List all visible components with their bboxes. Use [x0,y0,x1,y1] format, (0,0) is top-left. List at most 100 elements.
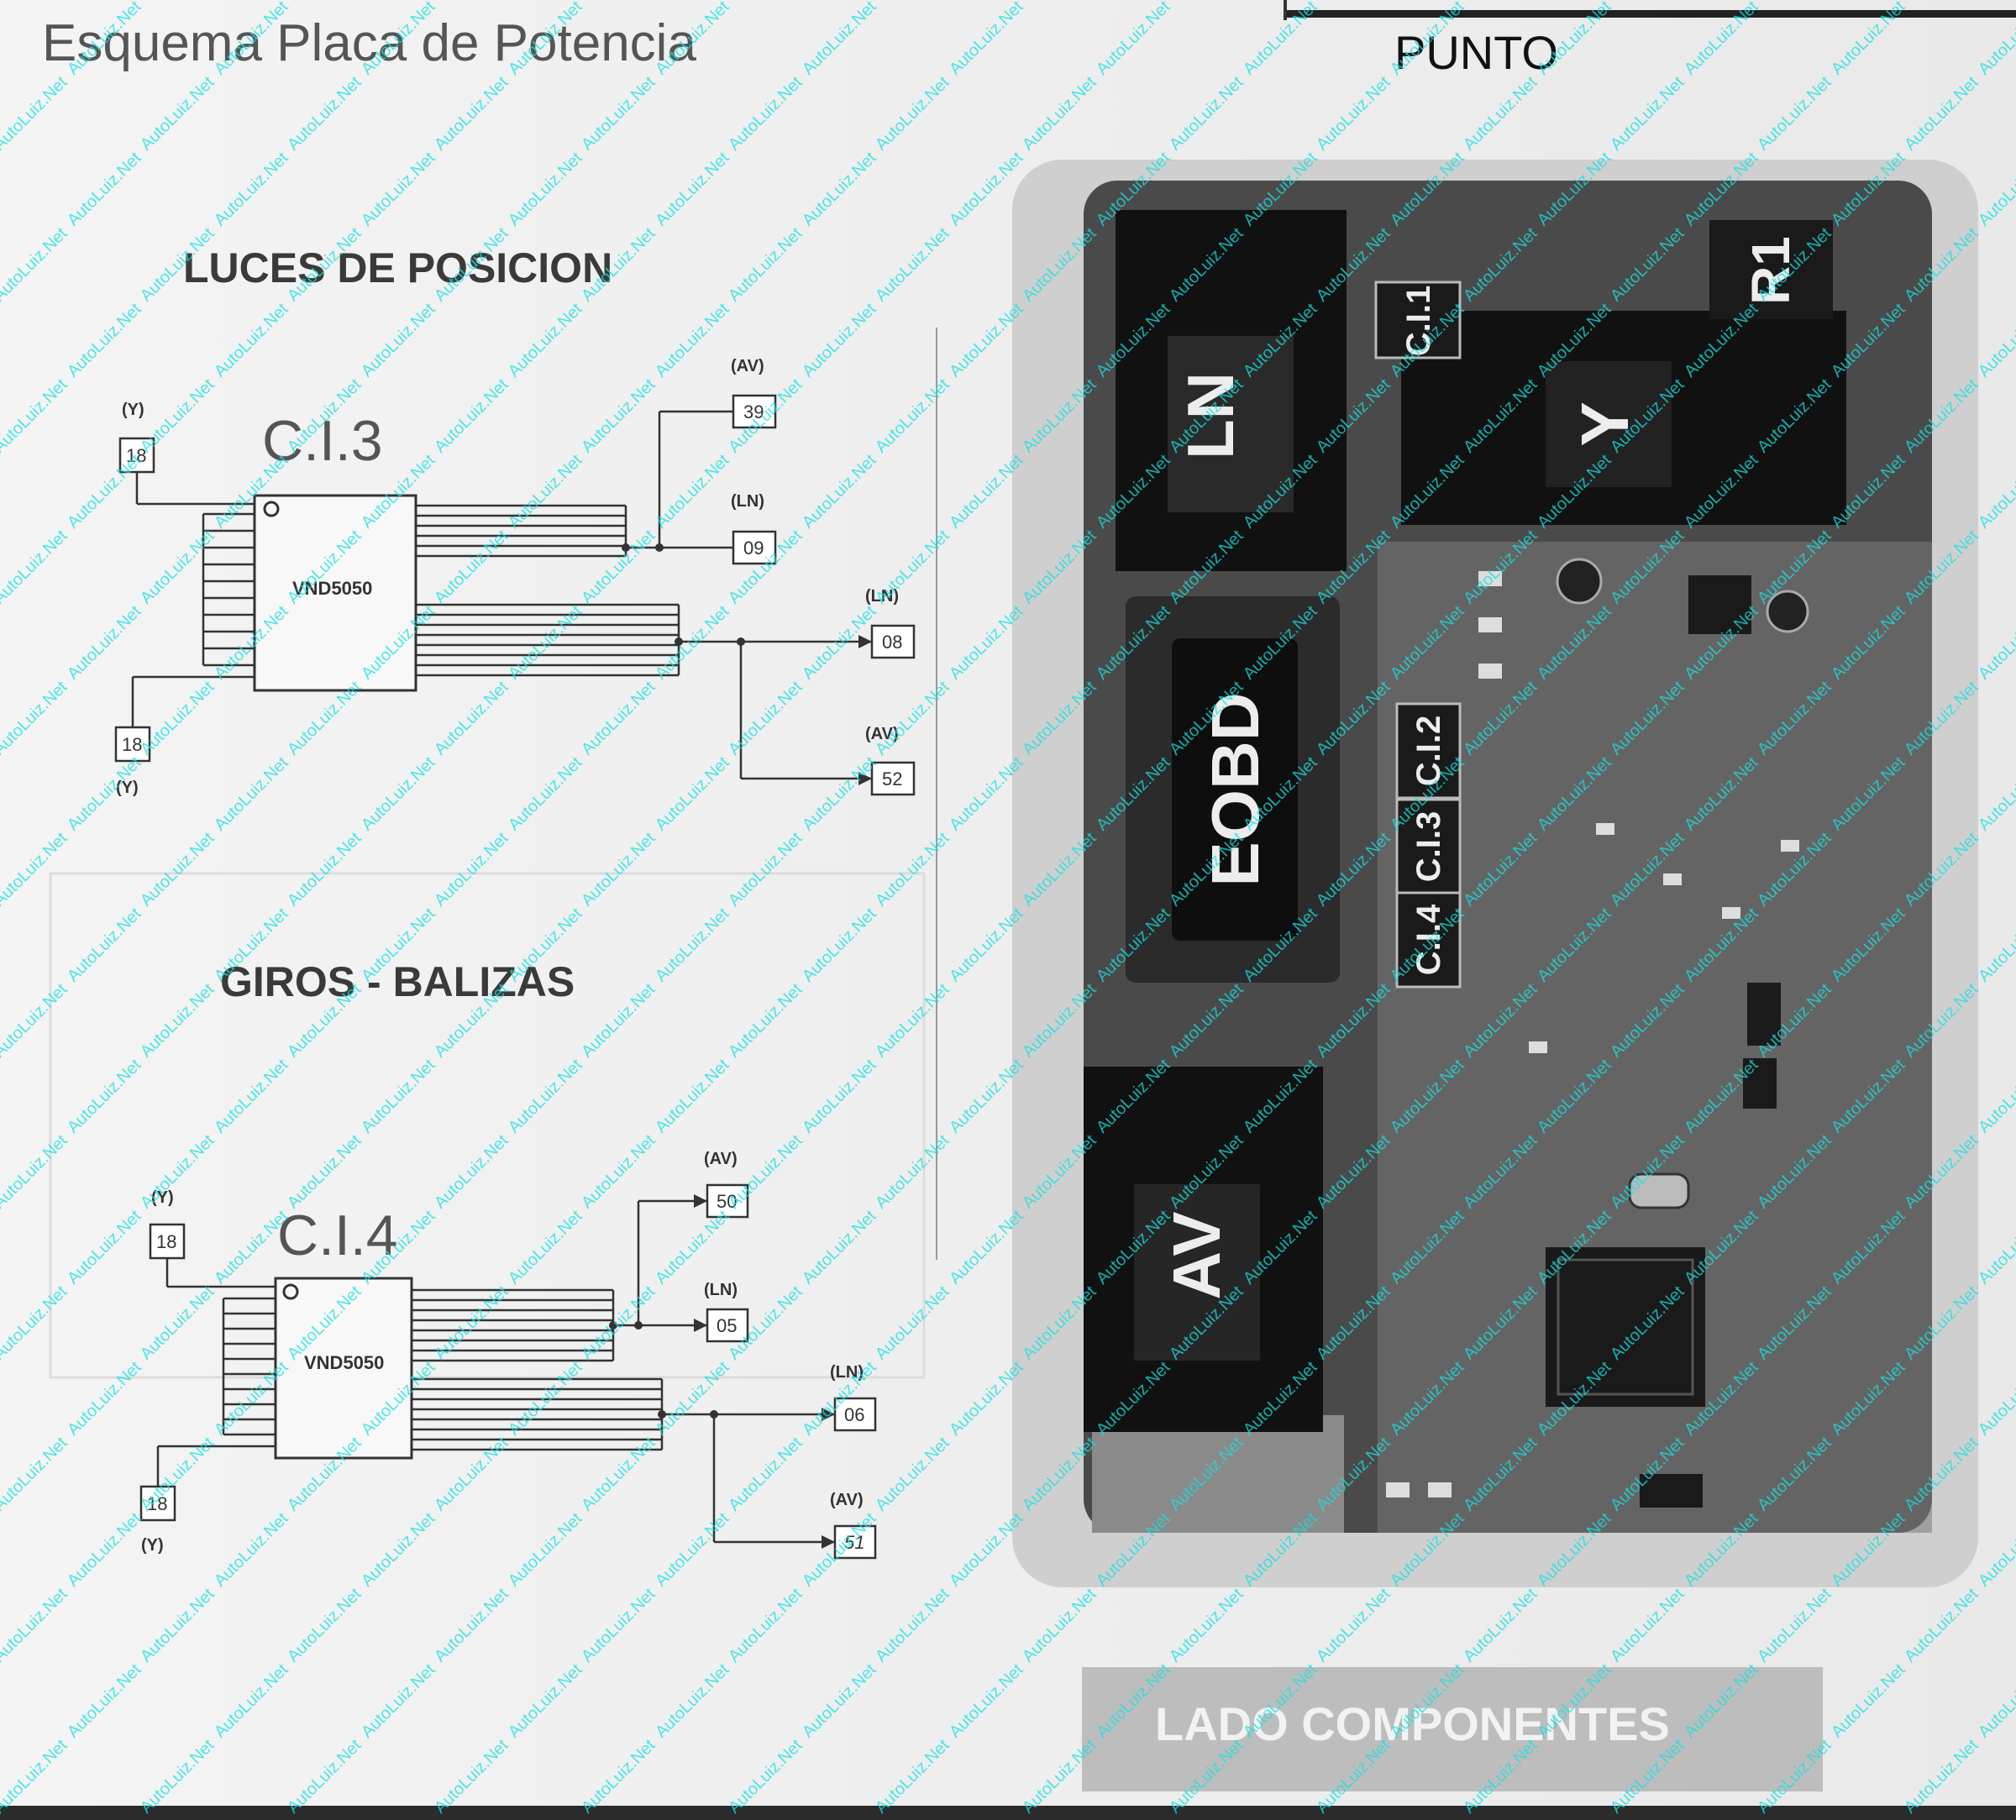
svg-text:Y: Y [1567,401,1642,446]
watermark-text: AutoLuiz.Net [872,0,953,3]
output-pin-06: (LN) 06 [830,1363,877,1432]
watermark-text: AutoLuiz.Net [1607,1585,1688,1666]
chip-pin1-dot [263,501,280,517]
watermark-text: AutoLuiz.Net [137,0,218,3]
watermark-text: AutoLuiz.Net [505,1207,586,1288]
svg-text:39: 39 [743,401,764,422]
watermark-text: AutoLuiz.Net [284,1736,365,1817]
watermark-text: AutoLuiz.Net [652,1660,733,1742]
svg-text:LN: LN [1173,372,1247,459]
svg-text:18: 18 [126,445,146,466]
junction-dots [622,543,745,646]
watermark-text: AutoLuiz.Net [0,375,71,457]
watermark-text: AutoLuiz.Net [872,1434,953,1515]
watermark-text: AutoLuiz.Net [211,1660,292,1742]
watermark-text: AutoLuiz.Net [725,678,806,759]
chip-part-ci4: VND5050 [304,1352,384,1373]
watermark-text: AutoLuiz.Net [1975,905,2016,986]
watermark-text: AutoLuiz.Net [284,1585,365,1666]
watermark-text: AutoLuiz.Net [64,1660,145,1742]
connector-av: AV [1084,1067,1323,1432]
chip-ci1: C.I.1 [1374,281,1462,359]
page-title: Esquema Placa de Potencia [42,14,696,72]
relay-r1: R1 [1709,220,1833,319]
svg-text:18: 18 [147,1493,167,1514]
svg-text:C.I.1: C.I.1 [1400,286,1437,356]
watermark-text: AutoLuiz.Net [211,753,292,835]
output-pin-09: (LN) 09 [731,492,777,565]
watermark-text: AutoLuiz.Net [725,0,806,3]
watermark-text: AutoLuiz.Net [1901,0,1982,3]
watermark-text: AutoLuiz.Net [505,149,586,230]
watermark-text: AutoLuiz.Net [1093,0,1174,79]
chip-vnd5050-ci3 [253,494,417,692]
watermark-text: AutoLuiz.Net [1975,602,2016,684]
watermark-text: AutoLuiz.Net [358,1660,439,1742]
watermark-text: AutoLuiz.Net [431,73,512,155]
watermark-text: AutoLuiz.Net [1460,1585,1541,1666]
watermark-text: AutoLuiz.Net [872,73,953,155]
svg-text:52: 52 [882,768,902,789]
watermark-text: AutoLuiz.Net [64,300,145,381]
watermark-text: AutoLuiz.Net [578,1736,659,1817]
watermark-text: AutoLuiz.Net [505,753,586,835]
watermark-text: AutoLuiz.Net [799,1056,880,1137]
svg-text:C.I.3: C.I.3 [1410,811,1447,882]
watermark-text: AutoLuiz.Net [1019,73,1100,155]
watermark-text: AutoLuiz.Net [1019,1585,1100,1666]
chip-pin1-dot [282,1283,299,1300]
board-panel: PUNTO LN EOBD AV Y R1 [1012,0,2016,1791]
watermark-text: AutoLuiz.Net [64,1056,145,1137]
watermark-text: AutoLuiz.Net [1975,300,2016,381]
watermark-text: AutoLuiz.Net [652,1207,733,1288]
svg-text:EOBD: EOBD [1198,692,1273,886]
watermark-text: AutoLuiz.Net [872,1282,953,1364]
chip-left-pins [156,1258,276,1487]
watermark-text: AutoLuiz.Net [1166,1585,1247,1666]
watermark-text: AutoLuiz.Net [578,1585,659,1666]
connector-eobd: EOBD [1126,596,1340,983]
svg-text:R1: R1 [1740,236,1801,305]
section-heading: GIROS - BALIZAS [220,958,575,1005]
watermark-text: AutoLuiz.Net [0,224,71,306]
watermark-text: AutoLuiz.Net [725,73,806,155]
watermark-text: AutoLuiz.Net [652,753,733,835]
watermark-text: AutoLuiz.Net [0,0,71,3]
watermark-text: AutoLuiz.Net [799,0,880,79]
svg-text:(LN): (LN) [704,1281,738,1299]
watermark-text: AutoLuiz.Net [946,0,1027,79]
watermark-text: AutoLuiz.Net [1313,73,1394,155]
watermark-text: AutoLuiz.Net [1975,1358,2016,1440]
watermark-text: AutoLuiz.Net [872,375,953,457]
watermark-text: AutoLuiz.Net [0,73,71,155]
watermark-text: AutoLuiz.Net [64,602,145,684]
svg-text:(Y): (Y) [122,401,144,419]
svg-text:(Y): (Y) [116,779,139,797]
watermark-text: AutoLuiz.Net [1754,1585,1835,1666]
svg-text:(AV): (AV) [865,725,899,743]
watermark-text: AutoLuiz.Net [431,1131,512,1213]
watermark-text: AutoLuiz.Net [137,1585,218,1666]
watermark-text: AutoLuiz.Net [872,678,953,759]
watermark-text: AutoLuiz.Net [137,527,218,608]
watermark-text: AutoLuiz.Net [505,1056,586,1137]
watermark-text: AutoLuiz.Net [64,149,145,230]
watermark-text: AutoLuiz.Net [872,829,953,910]
input-pin-18-bottom: 18 (Y) [139,1485,176,1555]
watermark-text: AutoLuiz.Net [431,0,512,3]
footer-label: LADO COMPONENTES [1155,1697,1670,1750]
watermark-text: AutoLuiz.Net [431,1434,512,1515]
watermark-text: AutoLuiz.Net [578,0,659,3]
watermark-text: AutoLuiz.Net [1460,0,1541,3]
svg-text:(AV): (AV) [830,1491,864,1509]
watermark-text: AutoLuiz.Net [64,905,145,986]
section-heading: LUCES DE POSICION [183,244,612,291]
watermark-text: AutoLuiz.Net [1975,1509,2016,1591]
model-title: PUNTO [1394,26,1558,79]
chip-right-pins [412,1199,835,1544]
output-pin-52: (AV) 52 [865,725,916,796]
chip-name-ci4: C.I.4 [277,1204,398,1267]
svg-text:C.I.2: C.I.2 [1410,716,1447,786]
watermark-text: AutoLuiz.Net [1019,0,1100,3]
